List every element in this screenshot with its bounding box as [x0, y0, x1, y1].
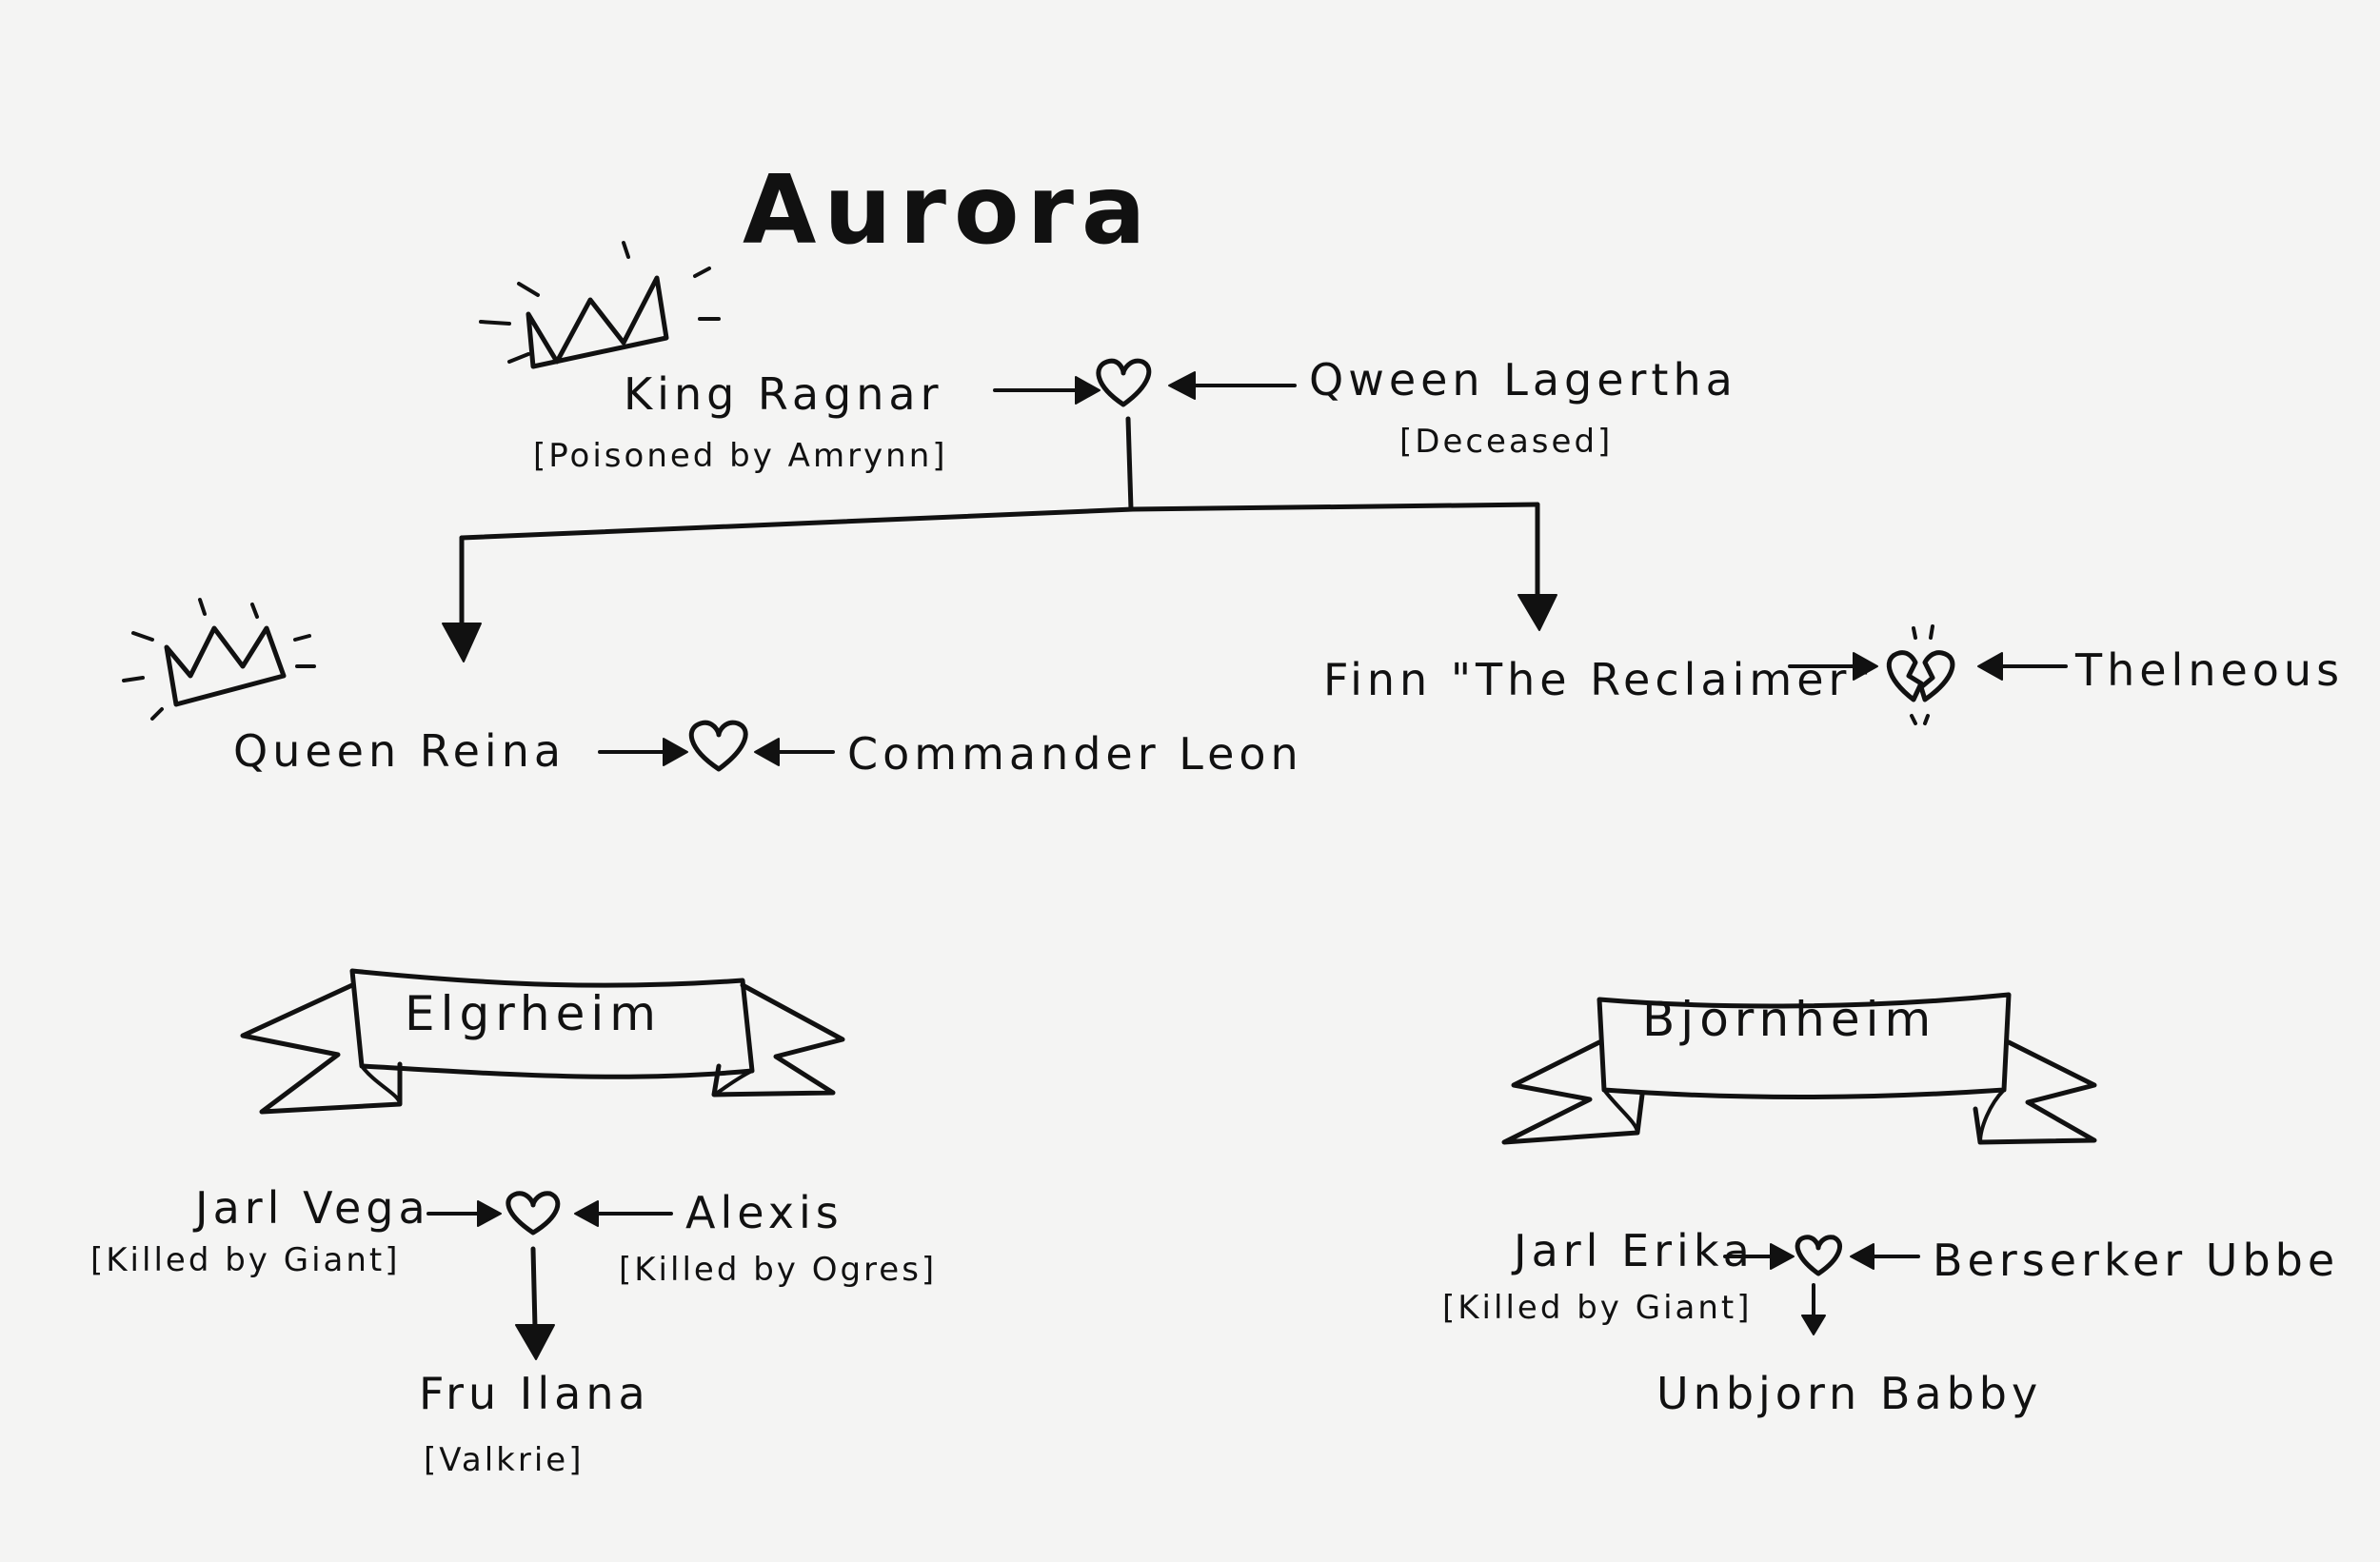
jarl-erika-note: [Killed by Giant] [1442, 1289, 1753, 1327]
arrow-icon [1788, 652, 1878, 681]
unbjorn-babby: Unbjorn Babby [1656, 1368, 2042, 1419]
jarl-vega-note: [Killed by Giant] [90, 1241, 401, 1279]
arrow-icon [1977, 652, 2068, 681]
queen-lagertha-note: [Deceased] [1399, 423, 1613, 461]
arrow-icon [1168, 371, 1297, 400]
fru-ilana: Fru Ilana [419, 1368, 650, 1419]
berserker-ubbe: Berserker Ubbe [1933, 1235, 2339, 1286]
crown-icon [479, 241, 721, 369]
king-ragnar: King Ragnar [624, 368, 943, 420]
arrow-icon [1850, 1243, 1920, 1270]
title: Aurora [743, 154, 1153, 266]
arrow-icon [442, 623, 482, 662]
thelneous: Thelneous [2074, 644, 2344, 696]
queen-lagertha: Qween Lagertha [1309, 354, 1737, 405]
kingdom-bjornheim: Bjornheim [1642, 992, 1936, 1047]
heart-icon [688, 720, 748, 772]
heart-icon [506, 1191, 561, 1236]
fru-ilana-note: [Valkrie] [424, 1441, 584, 1479]
arrow-icon [754, 738, 835, 766]
jarl-vega: Jarl Vega [192, 1182, 430, 1234]
arrow-icon [598, 738, 688, 766]
arrow-icon [1517, 594, 1557, 631]
arrow-icon [1723, 1243, 1795, 1270]
arrow-icon [1801, 1283, 1826, 1335]
arrow-icon [426, 1200, 502, 1227]
banner-icon [1501, 992, 2097, 1145]
alexis-note: [Killed by Ogres] [619, 1251, 937, 1289]
finn-the-reclaimer: Finn "The Reclaimer" [1323, 654, 1876, 705]
heart-icon [1096, 358, 1152, 407]
heart-icon [1795, 1235, 1843, 1276]
commander-leon: Commander Leon [847, 728, 1303, 780]
arrow-icon [515, 1246, 555, 1360]
crown-icon [122, 598, 316, 721]
alexis: Alexis [685, 1187, 843, 1238]
arrow-icon [993, 376, 1101, 405]
kingdom-elgrheim: Elgrheim [405, 986, 662, 1041]
banner-icon [240, 968, 845, 1115]
broken-heart-icon [1886, 624, 1955, 725]
queen-reina: Queen Reina [233, 725, 565, 777]
arrow-icon [574, 1200, 673, 1227]
king-ragnar-note: [Poisoned by Amrynn] [533, 437, 948, 475]
jarl-erika: Jarl Erika [1511, 1225, 1755, 1276]
connector-lines [459, 416, 1540, 626]
